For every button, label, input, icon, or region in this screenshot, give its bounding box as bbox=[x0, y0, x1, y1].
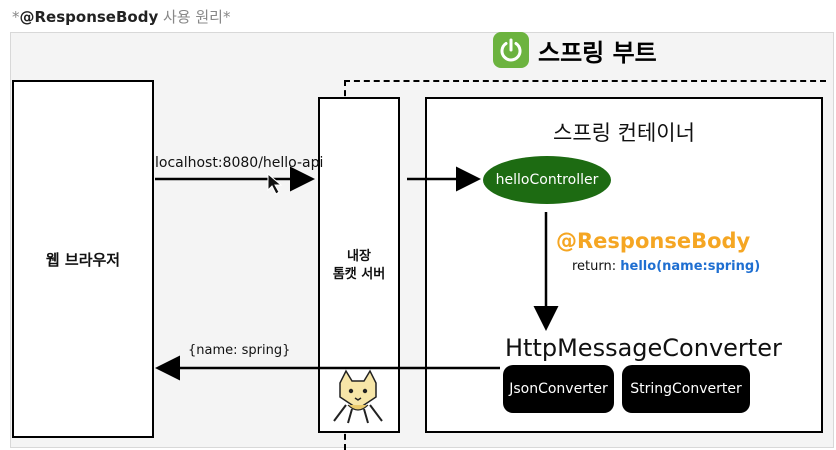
tomcat-server-box: 내장 톰캣 서버 bbox=[318, 97, 400, 433]
return-value: hello(name:spring) bbox=[620, 259, 761, 274]
spring-container-label: 스프링 컨테이너 bbox=[553, 121, 695, 145]
tomcat-label-line2: 톰캣 서버 bbox=[332, 267, 386, 282]
return-statement: return: hello(name:spring) bbox=[572, 259, 760, 274]
spring-boot-logo bbox=[493, 32, 529, 68]
tomcat-label-line1: 내장 bbox=[347, 249, 371, 264]
tomcat-logo-icon bbox=[333, 369, 383, 424]
hello-controller-node: helloController bbox=[483, 156, 611, 204]
response-json-label: {name: spring} bbox=[188, 343, 291, 358]
json-converter-box: JsonConverter bbox=[503, 365, 614, 413]
page-title: *@ResponseBody 사용 원리* bbox=[12, 8, 231, 26]
web-browser-label: 웹 브라우저 bbox=[45, 250, 121, 269]
power-icon bbox=[500, 38, 522, 62]
request-url-label: localhost:8080/hello-api bbox=[155, 155, 324, 171]
hello-controller-label: helloController bbox=[495, 172, 599, 188]
web-browser-box: 웹 브라우저 bbox=[12, 80, 154, 438]
return-label: return: bbox=[572, 259, 617, 274]
mouse-cursor-icon bbox=[267, 172, 283, 195]
http-message-converter-label: HttpMessageConverter bbox=[505, 334, 782, 362]
spring-boot-label: 스프링 부트 bbox=[538, 39, 657, 67]
response-body-annotation: @ResponseBody bbox=[556, 229, 751, 253]
string-converter-box: StringConverter bbox=[622, 365, 750, 413]
